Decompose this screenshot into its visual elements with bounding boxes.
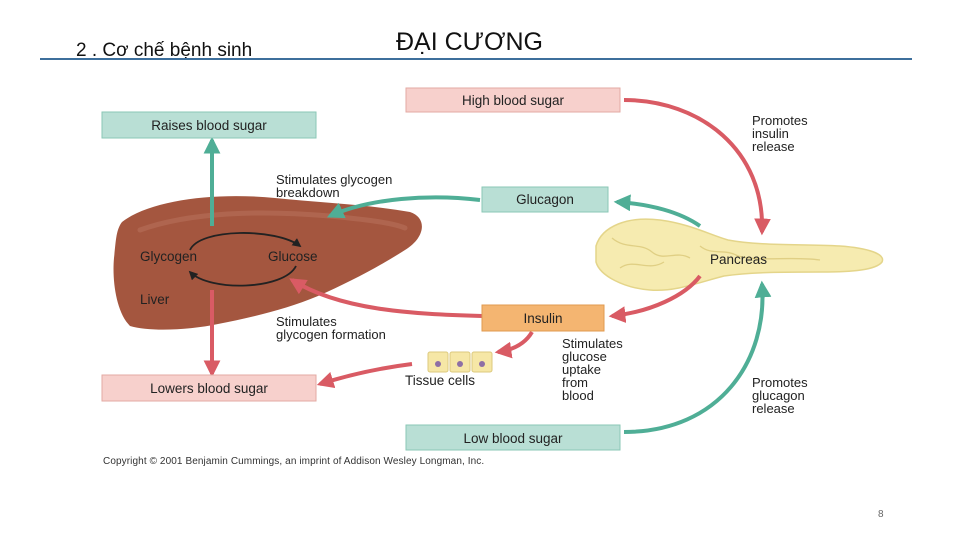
pancreas-shape xyxy=(595,218,884,291)
svg-text:glucose: glucose xyxy=(562,349,607,364)
svg-text:blood: blood xyxy=(562,388,594,403)
low-blood-sugar-box xyxy=(405,424,621,451)
svg-text:Stimulates glycogen: Stimulates glycogen xyxy=(276,172,392,187)
slide-title: ĐẠI CƯƠNG xyxy=(396,28,543,56)
arrow-tissue-cells-to-lowers xyxy=(316,362,413,389)
svg-text:Stimulates: Stimulates xyxy=(276,314,337,329)
promotes-insulin-release-note: Promotes insulin release xyxy=(752,113,808,154)
arrow-pancreas-to-glucagon xyxy=(613,194,702,228)
pancreas-label: Pancreas xyxy=(710,252,767,267)
insulin-label: Insulin xyxy=(523,311,562,326)
raises-blood-sugar-label: Raises blood sugar xyxy=(151,118,267,133)
svg-text:glucagon: glucagon xyxy=(752,388,805,403)
stimulates-glycogen-breakdown-note: Stimulates glycogen breakdown xyxy=(276,172,392,200)
arrow-glucose-to-glycogen xyxy=(188,265,297,287)
low-blood-sugar-label: Low blood sugar xyxy=(463,431,563,446)
title-divider xyxy=(40,58,912,60)
glucagon-box xyxy=(481,186,609,213)
arrow-glucagon-to-liver xyxy=(326,195,481,219)
tissue-cells-label: Tissue cells xyxy=(405,373,475,388)
arrow-insulin-to-liver xyxy=(289,278,483,318)
svg-text:release: release xyxy=(752,401,795,416)
svg-text:from: from xyxy=(562,375,588,390)
stimulates-glycogen-formation-note: Stimulates glycogen formation xyxy=(276,314,386,342)
arrow-high-sugar-to-pancreas xyxy=(623,98,771,236)
stimulates-glucose-uptake-note: Stimulates glucose uptake from blood xyxy=(562,336,623,403)
arrow-low-sugar-to-pancreas xyxy=(623,280,772,434)
insulin-box xyxy=(481,304,605,332)
liver-shading xyxy=(137,210,408,233)
liver-label: Liver xyxy=(140,292,170,307)
svg-text:insulin: insulin xyxy=(752,126,789,141)
copyright-notice: Copyright © 2001 Benjamin Cummings, an i… xyxy=(103,456,485,467)
slide-header: 2 . Cơ chế bệnh sinh ĐẠI CƯƠNG xyxy=(0,0,960,62)
glucagon-label: Glucagon xyxy=(516,192,574,207)
arrow-pancreas-to-insulin xyxy=(608,274,702,323)
svg-text:breakdown: breakdown xyxy=(276,185,340,200)
svg-text:Promotes: Promotes xyxy=(752,113,808,128)
raises-blood-sugar-box xyxy=(101,111,317,139)
tissue-cells-shape xyxy=(427,351,493,373)
glycogen-label: Glycogen xyxy=(140,249,197,264)
high-blood-sugar-box xyxy=(405,87,621,113)
liver-shape xyxy=(113,196,422,330)
svg-text:Promotes: Promotes xyxy=(752,375,808,390)
lowers-blood-sugar-label: Lowers blood sugar xyxy=(150,381,268,396)
glucose-label: Glucose xyxy=(268,249,318,264)
page-number: 8 xyxy=(878,509,884,520)
promotes-glucagon-release-note: Promotes glucagon release xyxy=(752,375,808,416)
svg-text:release: release xyxy=(752,139,795,154)
lowers-blood-sugar-box xyxy=(101,374,317,402)
arrow-insulin-to-tissue-cells xyxy=(494,330,534,359)
svg-text:uptake: uptake xyxy=(562,362,601,377)
section-label: 2 . Cơ chế bệnh sinh xyxy=(76,40,253,61)
arrow-glycogen-to-glucose xyxy=(189,232,302,251)
svg-text:Stimulates: Stimulates xyxy=(562,336,623,351)
svg-text:glycogen formation: glycogen formation xyxy=(276,327,386,342)
high-blood-sugar-label: High blood sugar xyxy=(462,93,565,108)
